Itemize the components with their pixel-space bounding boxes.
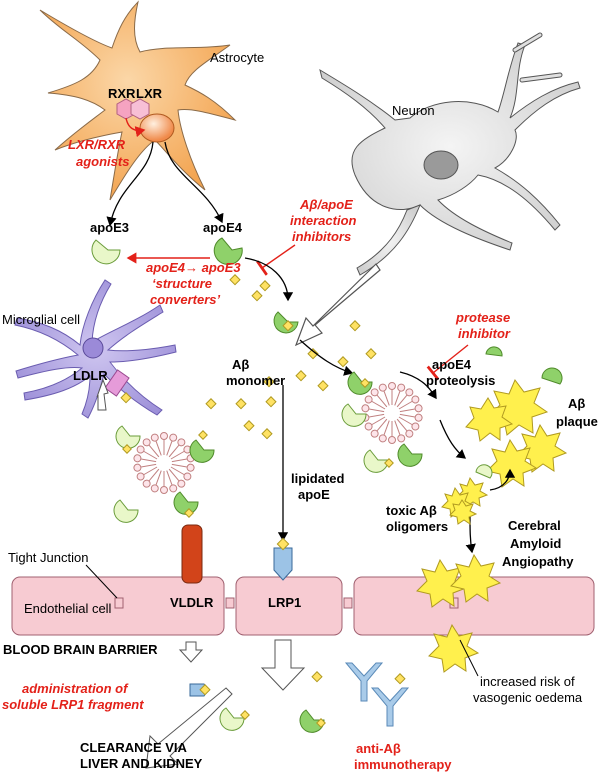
microglia-uptake-arrow — [96, 378, 109, 411]
caa-plaques — [416, 553, 502, 673]
astrocyte — [39, 0, 237, 201]
ldlr-receptor-shape — [104, 369, 130, 397]
protease-label-1: protease — [455, 310, 510, 325]
neuron-release-arrow — [294, 263, 381, 347]
vldlr-receptor — [181, 524, 203, 584]
to-oligomers-arrow — [439, 419, 467, 459]
microglial-cell-label: Microglial cell — [2, 312, 80, 327]
endothelial-cell-label: Endothelial cell — [24, 601, 112, 616]
lxr-label: LXR — [136, 86, 163, 101]
agonists-label-2: agonists — [76, 154, 129, 169]
apoe3-secretion-arrow — [106, 141, 154, 227]
center-lipid-micelle — [360, 382, 424, 444]
vldlr-label: VLDLR — [170, 595, 214, 610]
tight-junction-label: Tight Junction — [8, 550, 88, 565]
interaction-inhibition-line — [256, 244, 296, 276]
anti-abeta-antibody — [344, 662, 410, 727]
inhibitors-label-1: Aβ/apoE — [299, 197, 353, 212]
abeta-plaque — [465, 379, 568, 488]
clearance-label-2: LIVER AND KIDNEY — [80, 756, 203, 771]
caa-label-2: Amyloid — [510, 536, 561, 551]
caa-label-3: Angiopathy — [502, 554, 574, 569]
astrocyte-label: Astrocyte — [210, 50, 264, 65]
lrp1-transport-arrow — [260, 639, 306, 691]
protease-label-2: inhibitor — [458, 326, 511, 341]
oligomers-label-1: toxic Aβ — [386, 503, 437, 518]
apoe4-protein — [213, 237, 243, 266]
converters-label-1: apoE4→ apoE3 — [146, 260, 241, 275]
risk-label-2: vasogenic oedema — [473, 690, 583, 705]
apoe4-label: apoE4 — [203, 220, 243, 235]
risk-label-1: increased risk of — [480, 674, 575, 689]
micelle-to-proteolysis-arrow — [399, 371, 437, 400]
converters-label-2: ‘structure — [152, 276, 212, 291]
proteolysis-label-2: proteolysis — [426, 373, 495, 388]
bbb-label: BLOOD BRAIN BARRIER — [3, 642, 158, 657]
apoe3-protein — [91, 239, 121, 265]
oedema-pointer — [459, 639, 479, 677]
immunotherapy-label-2: immunotherapy — [354, 757, 452, 772]
microglial-cell — [14, 279, 177, 419]
plaque-label-2: plaque — [556, 414, 598, 429]
lxr-receptor-shape — [130, 98, 150, 120]
neuron — [319, 32, 581, 276]
lipidated-label-1: lipidated — [291, 471, 345, 486]
lipidated-label-2: apoE — [298, 487, 330, 502]
caa-label-1: Cerebral — [508, 518, 561, 533]
lrp1-label: LRP1 — [268, 595, 301, 610]
inhibitors-label-3: inhibitors — [292, 229, 351, 244]
plaque-label-1: Aβ — [568, 396, 585, 411]
oligomers-label-2: oligomers — [386, 519, 448, 534]
clearance-arrow — [145, 687, 233, 769]
inhibitors-label-2: interaction — [290, 213, 357, 228]
activation-arrow — [125, 117, 146, 138]
oligomers-to-caa-arrow — [465, 514, 476, 554]
protease-inhibition-line — [426, 344, 469, 381]
proteolysis-label-1: apoE4 — [432, 357, 472, 372]
ldlr-label: LDLR — [73, 368, 108, 383]
toxic-abeta-oligomers — [441, 476, 489, 526]
tight-junction-pointer — [85, 564, 118, 599]
clearance-label-1: CLEARANCE VIA — [80, 740, 188, 755]
complex-to-micelle-arrow — [299, 339, 354, 376]
slrp1-label-2: soluble LRP1 fragment — [2, 697, 144, 712]
abeta-monomer-label-2: monomer — [226, 373, 285, 388]
agonists-label-1: LXR/RXR — [68, 137, 126, 152]
apoe3-label: apoE3 — [90, 220, 129, 235]
lrp1-receptor — [273, 547, 293, 581]
oligomers-to-plaque-arrow — [489, 468, 516, 491]
neuron-label: Neuron — [392, 103, 435, 118]
left-lipid-micelle — [132, 432, 196, 494]
vldlr-transport-arrow — [178, 641, 204, 663]
slrp1-label-1: administration of — [22, 681, 129, 696]
apoe4-secretion-arrow — [164, 141, 224, 224]
rxr-label: RXR — [108, 86, 136, 101]
abeta-monomers — [205, 274, 377, 440]
converters-label-3: converters’ — [150, 292, 220, 307]
apoe4-binding-arrow — [244, 257, 294, 302]
abeta-monomer-label-1: Aβ — [232, 357, 249, 372]
immunotherapy-label-1: anti-Aβ — [356, 741, 401, 756]
endothelial-layer — [11, 576, 595, 636]
